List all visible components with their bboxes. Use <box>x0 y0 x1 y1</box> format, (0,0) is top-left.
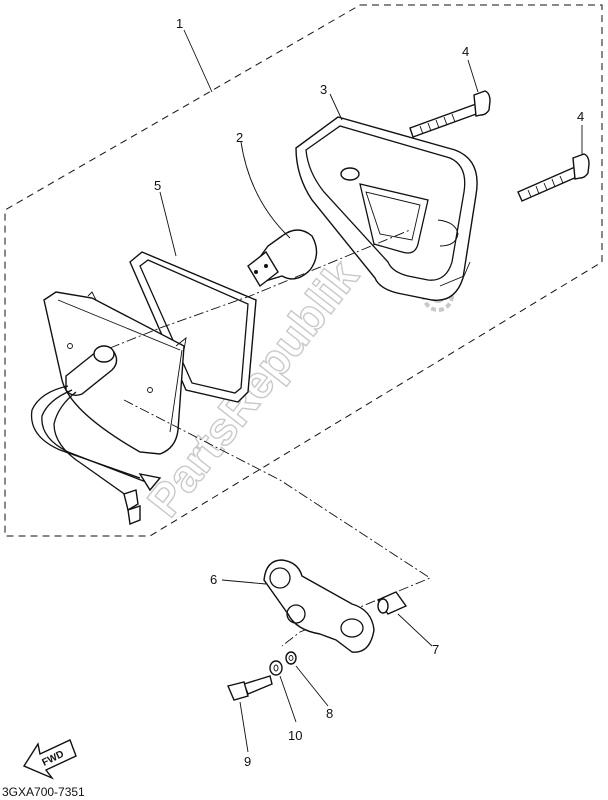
screw-upper <box>409 90 491 138</box>
plain-washer <box>269 660 283 676</box>
callout-3: 3 <box>320 82 327 97</box>
screw-lower <box>517 153 590 202</box>
assembly-centerline-lower <box>123 399 431 647</box>
callout-5: 5 <box>154 178 161 193</box>
callout-10: 10 <box>288 728 302 743</box>
callout-4-upper: 4 <box>462 44 469 59</box>
callout-6: 6 <box>210 572 217 587</box>
leader-lines <box>159 29 583 753</box>
bolt <box>227 675 273 701</box>
lamp-housing <box>295 116 478 302</box>
callout-9: 9 <box>244 754 251 769</box>
callouts: 1 2 3 4 4 5 6 7 8 9 10 <box>154 16 584 769</box>
collar <box>376 591 408 615</box>
callout-1: 1 <box>176 16 183 31</box>
spring-washer <box>285 651 297 665</box>
assembly-centerline-upper <box>109 229 411 349</box>
bulb <box>247 229 318 288</box>
part-code: 3GXA700-7351 <box>2 785 85 799</box>
gasket <box>129 251 257 403</box>
callout-4-lower: 4 <box>577 109 584 124</box>
callout-8: 8 <box>326 706 333 721</box>
callout-7: 7 <box>432 642 439 657</box>
assembly-boundary <box>4 4 603 537</box>
bracket <box>263 559 375 653</box>
callout-2: 2 <box>236 130 243 145</box>
forward-arrow-icon: FWD <box>22 739 77 780</box>
